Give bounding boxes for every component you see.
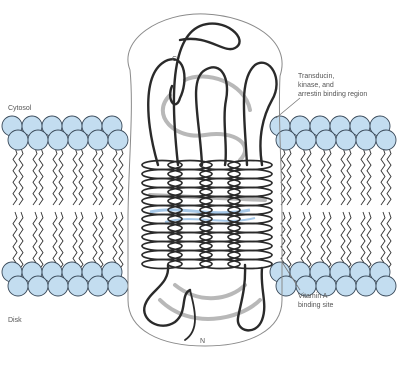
lipid-tail	[381, 148, 385, 205]
lipid-tail	[33, 212, 37, 270]
lipid-head	[28, 130, 48, 150]
lipid-tail	[79, 148, 83, 205]
lipid-head	[316, 130, 336, 150]
lipid-head	[356, 130, 376, 150]
lipid-tail	[321, 212, 325, 270]
lipid-head	[48, 130, 68, 150]
lipid-tail	[13, 148, 17, 205]
lipid-tail	[119, 148, 123, 205]
lipid-tail	[367, 148, 371, 205]
lipid-head	[276, 130, 296, 150]
lipid-tail	[321, 148, 325, 205]
lipid-tail	[19, 148, 23, 205]
lipid-tail	[301, 212, 305, 270]
n-terminus-label: N	[200, 337, 205, 346]
lipid-tail	[387, 148, 391, 205]
lipid-tail	[113, 148, 117, 205]
lipid-head	[296, 130, 316, 150]
lipid-head	[88, 276, 108, 296]
helix-turn	[228, 188, 272, 197]
lipid-head	[48, 276, 68, 296]
helix-turn	[228, 233, 272, 242]
lipid-tail	[307, 212, 311, 270]
helix-turn	[228, 161, 272, 170]
lipid-tail	[79, 212, 83, 270]
lipid-bilayer-right	[270, 116, 396, 296]
lipid-tail	[53, 212, 57, 270]
lipid-tail	[39, 212, 43, 270]
lipid-tail	[327, 212, 331, 270]
lipid-tail	[287, 148, 291, 205]
lipid-tail	[53, 148, 57, 205]
lipid-tail	[59, 148, 63, 205]
binding-region-line-2: kinase, and	[298, 81, 408, 90]
lipid-tail	[93, 212, 97, 270]
lipid-tail	[341, 148, 345, 205]
helix-turn	[228, 224, 272, 233]
helix-turn	[228, 251, 272, 260]
lipid-tail	[367, 212, 371, 270]
lipid-bilayer-left	[2, 116, 128, 296]
lipid-tail	[99, 148, 103, 205]
lipid-tail	[39, 148, 43, 205]
helix-turn	[228, 260, 272, 269]
helix-turn	[228, 242, 272, 251]
lipid-tail	[99, 212, 103, 270]
lipid-head	[376, 130, 396, 150]
lipid-tail	[73, 148, 77, 205]
lipid-head	[108, 130, 128, 150]
lipid-head	[88, 130, 108, 150]
cytosol-label: Cytosol	[8, 104, 31, 113]
lipid-tail	[327, 148, 331, 205]
lipid-tail	[73, 212, 77, 270]
lipid-head	[28, 276, 48, 296]
lipid-tail	[19, 212, 23, 270]
lipid-tail	[119, 212, 123, 270]
lipid-head	[68, 130, 88, 150]
disk-label: Disk	[8, 316, 22, 325]
cytosolic-loops	[148, 24, 276, 165]
lipid-tail	[93, 148, 97, 205]
lipid-head	[68, 276, 88, 296]
binding-region-line-1: Transducin,	[298, 72, 408, 81]
lipid-tail	[341, 212, 345, 270]
c-terminus-label: C	[172, 55, 177, 64]
lipid-tail	[113, 212, 117, 270]
lipid-head	[108, 276, 128, 296]
lipid-tail	[307, 148, 311, 205]
lipid-head	[8, 130, 28, 150]
vitamin-a-line-1: Vitamin A	[298, 292, 388, 301]
lipid-tail	[361, 148, 365, 205]
helix-turn	[228, 170, 272, 179]
lipid-tail	[347, 212, 351, 270]
lipid-tail	[347, 148, 351, 205]
lipid-head	[8, 276, 28, 296]
lipid-tail	[381, 212, 385, 270]
binding-region-line-3: arrestin binding region	[298, 90, 408, 99]
lipid-tail	[13, 212, 17, 270]
transmembrane-helices	[142, 160, 272, 270]
lipid-tail	[59, 212, 63, 270]
binding-region-label: Transducin, kinase, and arrestin binding…	[298, 72, 408, 99]
lipid-tail	[361, 212, 365, 270]
lipid-head	[336, 130, 356, 150]
vitamin-a-line-2: binding site	[298, 301, 388, 310]
lipid-tail	[33, 148, 37, 205]
helix-turn	[228, 179, 272, 188]
vitamin-a-site-label: Vitamin A binding site	[298, 292, 388, 310]
lipid-tail	[387, 212, 391, 270]
lipid-tail	[287, 212, 291, 270]
lipid-tail	[301, 148, 305, 205]
